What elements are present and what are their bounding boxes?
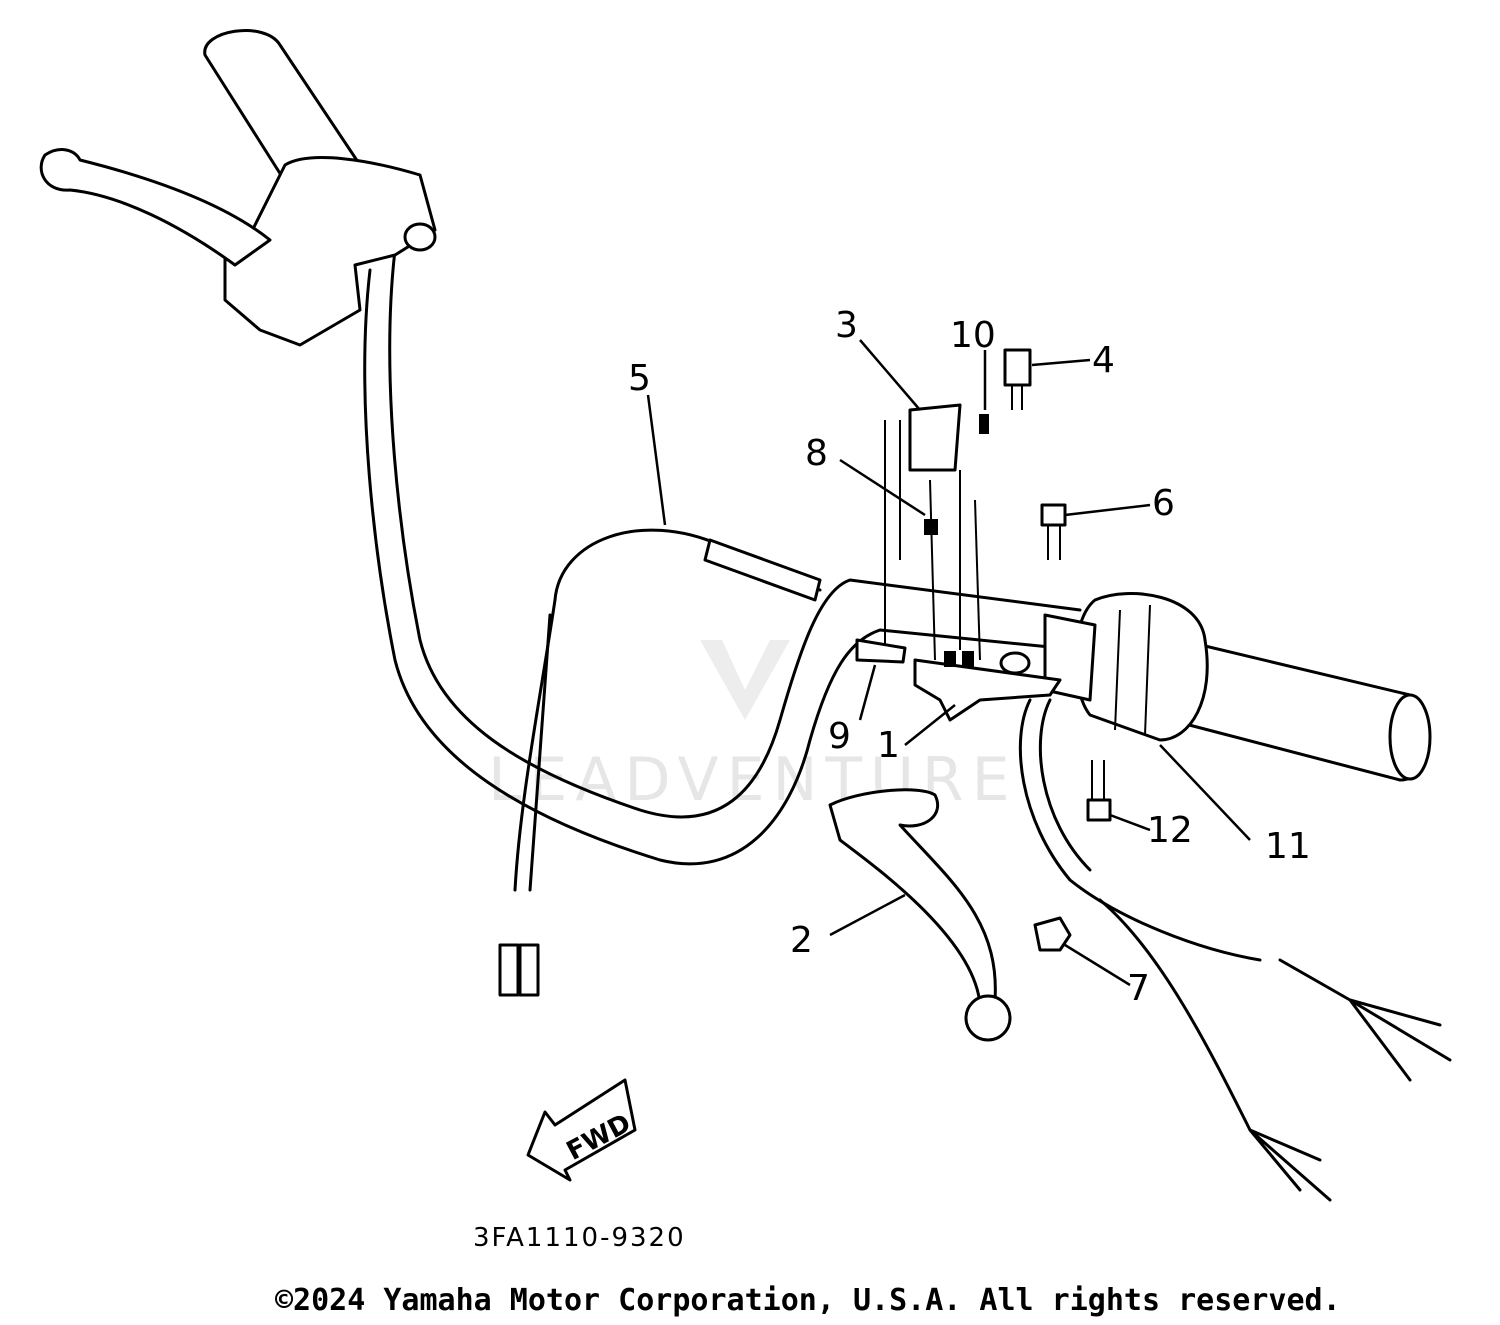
lever-bracket [913,651,1062,722]
callout-1: 1 [877,725,900,766]
fasteners [855,348,1112,952]
callout-11: 11 [1265,826,1311,867]
callout-4: 4 [1092,340,1115,381]
callout-5: 5 [628,358,651,399]
wire-harness [1018,698,1452,1202]
callout-7: 7 [1127,968,1150,1009]
brake-lever [828,788,1012,1042]
callout-8: 8 [805,433,828,474]
callout-6: 6 [1152,483,1175,524]
handlebar [363,248,1082,866]
right-grip-assembly [1043,592,1432,782]
left-grip-assembly [39,29,437,347]
drawing-code: 3FA1110-9320 [473,1223,686,1253]
callout-labels: 1 2 3 4 5 6 7 8 9 10 11 12 [628,305,1311,1009]
callout-9: 9 [828,716,851,757]
callout-3: 3 [835,305,858,346]
callout-2: 2 [790,920,813,961]
fwd-arrow: FWD [526,1078,637,1182]
callout-10: 10 [950,315,996,356]
copyright-notice: ©2024 Yamaha Motor Corporation, U.S.A. A… [275,1283,1341,1318]
leader-lines [646,339,1251,987]
callout-12: 12 [1147,810,1193,851]
switch [884,403,981,667]
switch-cable [498,528,822,997]
